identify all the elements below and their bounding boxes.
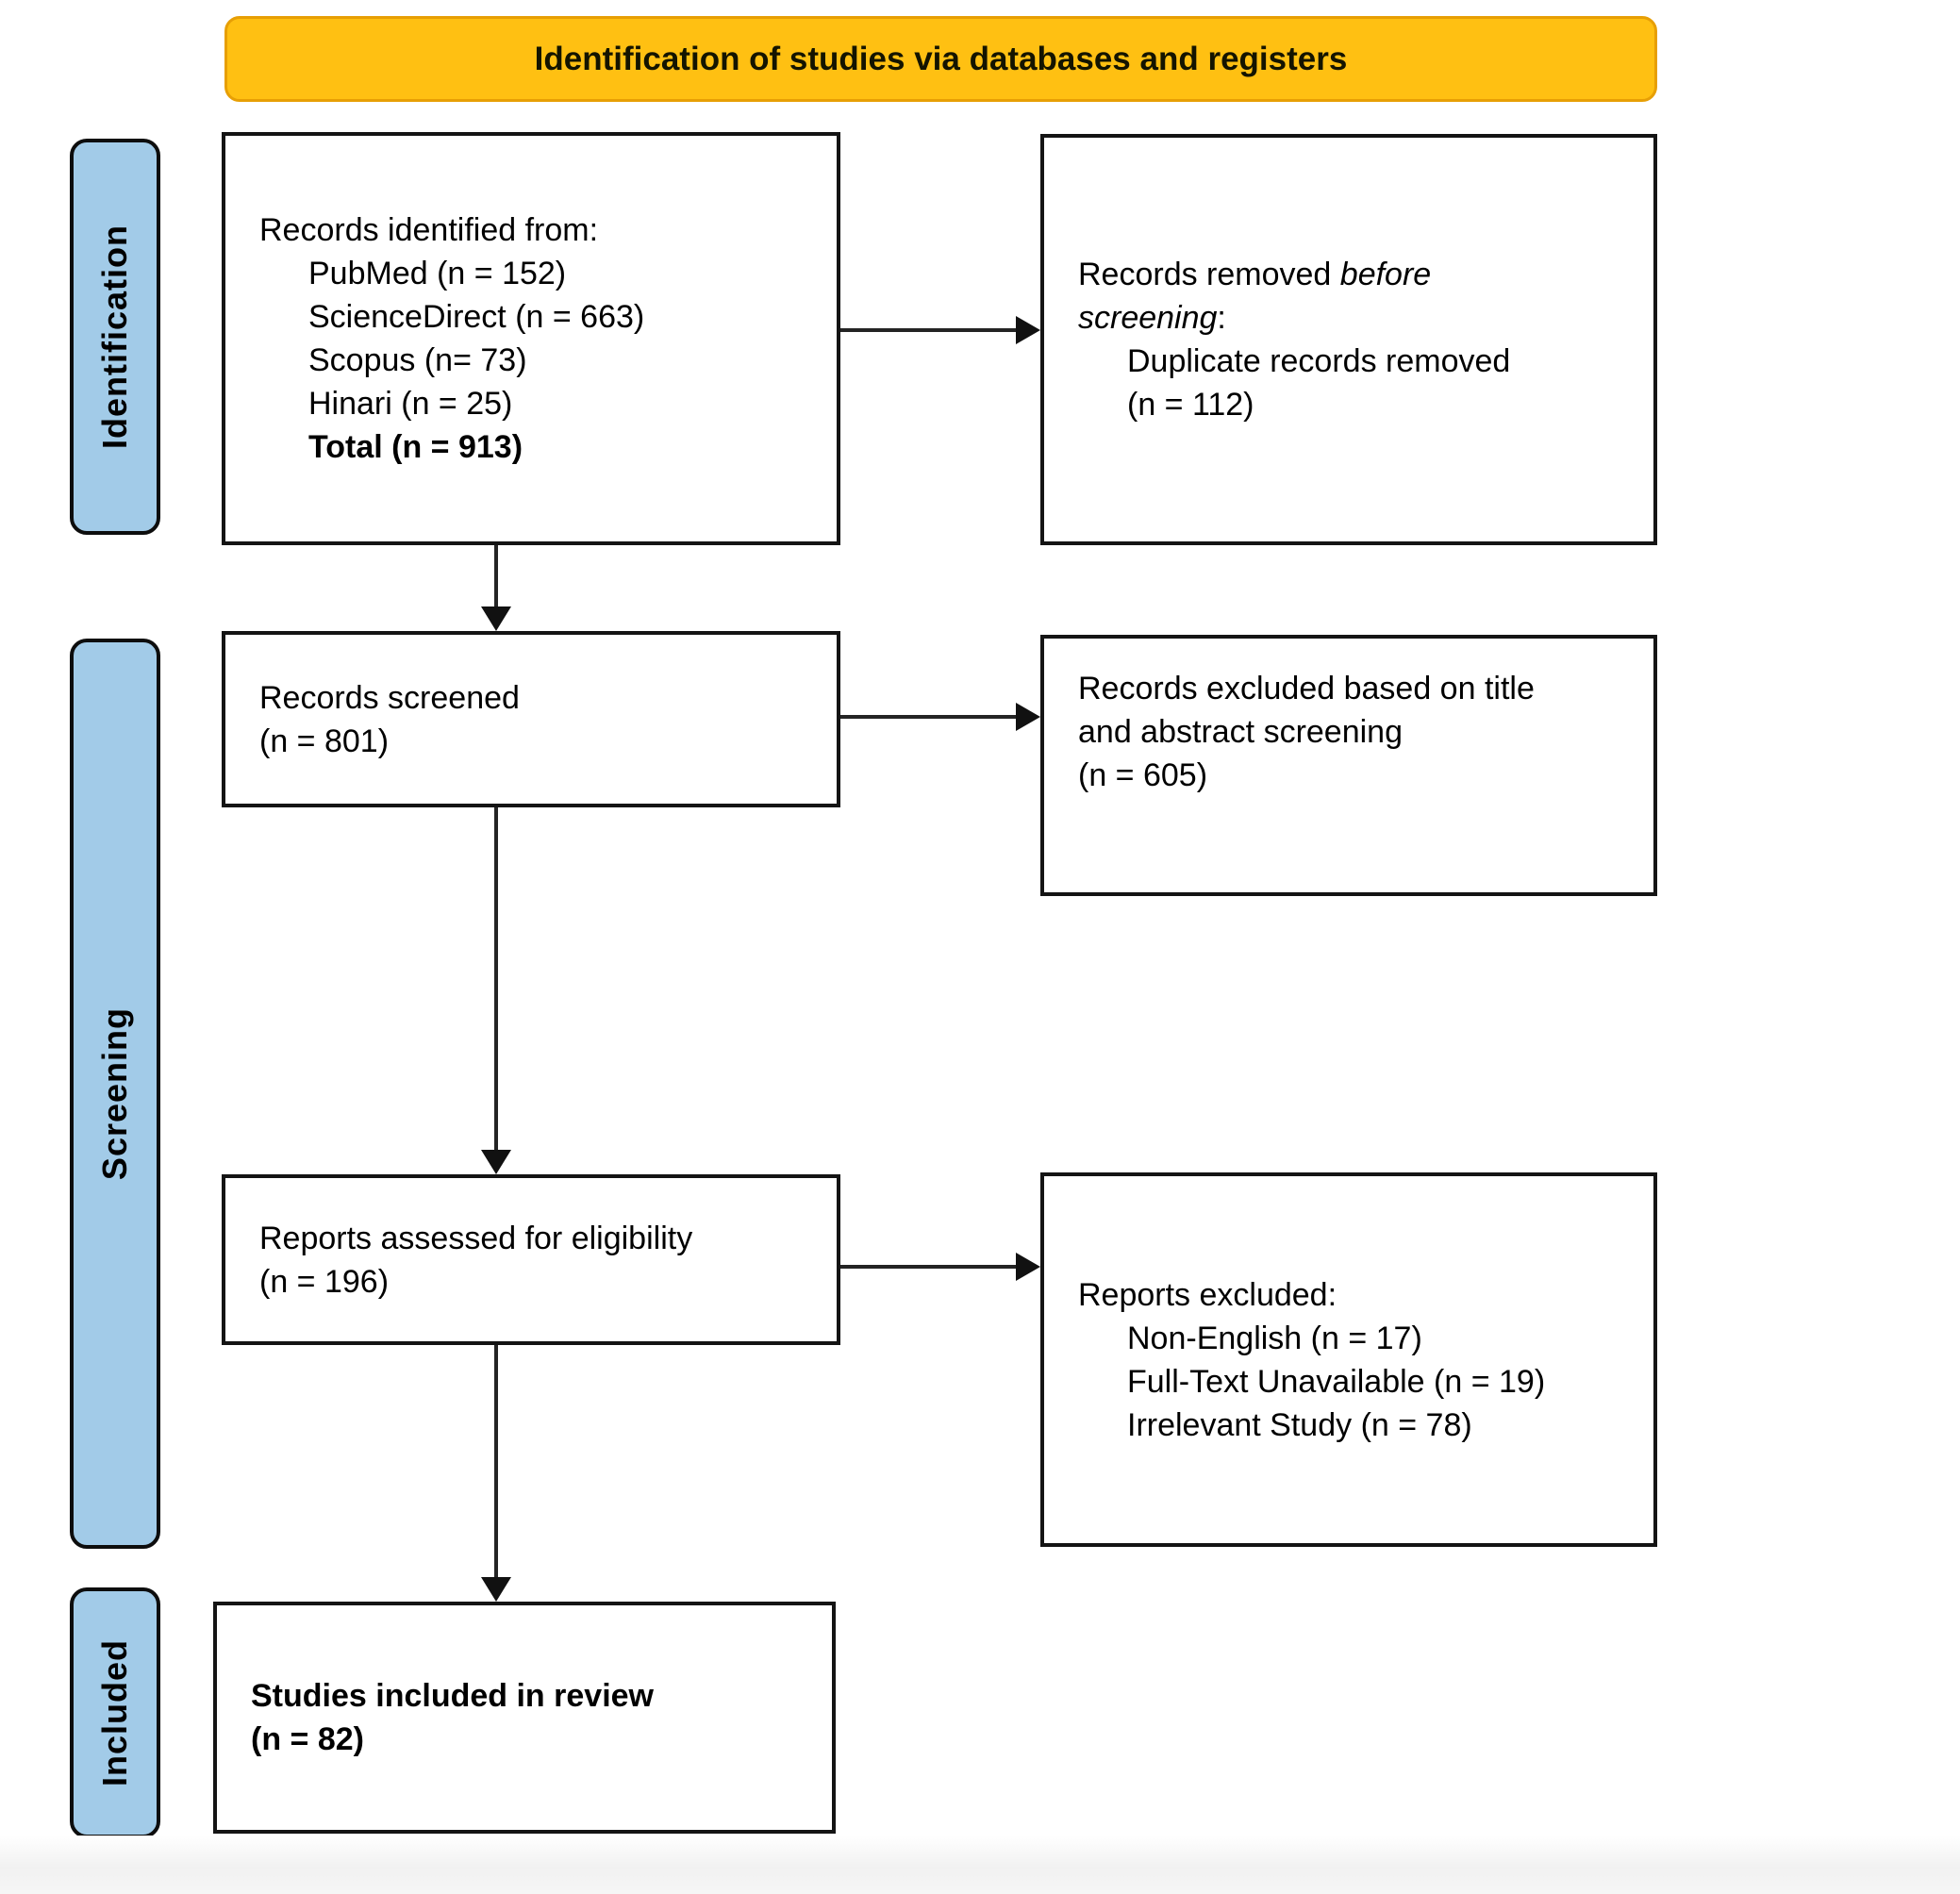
- arrow-assessed-to-included: [481, 1345, 511, 1602]
- records-removed-line1: Records removed before: [1078, 253, 1631, 296]
- box-records-excluded-title-abstract: Records excluded based on title and abst…: [1040, 635, 1657, 896]
- box-studies-included: Studies included in review (n = 82): [213, 1602, 836, 1834]
- source-pubmed: PubMed (n = 152): [308, 256, 567, 291]
- arrow-line: [840, 328, 1018, 332]
- banner-identification-via-databases: Identification of studies via databases …: [224, 16, 1657, 102]
- stage-bar-screening: Screening: [70, 639, 160, 1549]
- studies-included-label: Studies included in review: [251, 1678, 654, 1714]
- arrow-down-icon: [481, 1577, 511, 1602]
- reports-assessed-label: Reports assessed for eligibility: [259, 1220, 693, 1256]
- excluded-irrelevant-study: Irrelevant Study (n = 78): [1127, 1406, 1472, 1443]
- records-screened-label: Records screened: [259, 679, 520, 716]
- records-removed-line2-suffix: :: [1217, 300, 1226, 336]
- studies-included-count: (n = 82): [251, 1721, 364, 1757]
- arrow-right-icon: [1016, 703, 1040, 731]
- arrow-right-icon: [1016, 316, 1040, 344]
- banner-title: Identification of studies via databases …: [534, 40, 1348, 77]
- box-records-screened: Records screened (n = 801): [222, 631, 840, 807]
- arrow-right-icon: [1016, 1253, 1040, 1281]
- records-identified-total: Total (n = 913): [308, 429, 523, 465]
- records-removed-line2: screening:: [1078, 296, 1631, 340]
- records-excluded-line1: Records excluded based on title: [1078, 671, 1535, 706]
- arrow-screened-to-assessed: [481, 807, 511, 1174]
- stage-bar-included: Included: [70, 1587, 160, 1838]
- excluded-fulltext-unavailable: Full-Text Unavailable (n = 19): [1127, 1363, 1546, 1400]
- box-records-identified: Records identified from: PubMed (n = 152…: [222, 132, 840, 545]
- records-removed-line2-italic: screening: [1078, 300, 1218, 336]
- records-screened-count: (n = 801): [259, 723, 390, 759]
- box-reports-excluded: Reports excluded: Non-English (n = 17) F…: [1040, 1172, 1657, 1547]
- arrow-identified-to-removed: [840, 316, 1040, 344]
- excluded-non-english: Non-English (n = 17): [1127, 1320, 1422, 1356]
- arrow-screened-to-excluded: [840, 703, 1040, 731]
- source-scopus: Scopus (n= 73): [308, 342, 527, 378]
- source-sciencedirect: ScienceDirect (n = 663): [308, 299, 645, 335]
- arrow-line: [494, 807, 498, 1152]
- source-hinari: Hinari (n = 25): [308, 386, 513, 422]
- stage-label-screening: Screening: [95, 1006, 134, 1181]
- arrow-line: [494, 545, 498, 608]
- arrow-line: [494, 1345, 498, 1579]
- arrow-assessed-to-reports-excluded: [840, 1253, 1040, 1281]
- box-records-removed: Records removed before screening: Duplic…: [1040, 134, 1657, 545]
- arrow-line: [840, 715, 1018, 719]
- records-excluded-line2: and abstract screening: [1078, 714, 1403, 750]
- stage-label-included: Included: [95, 1638, 134, 1786]
- records-excluded-count: (n = 605): [1078, 757, 1208, 793]
- reports-assessed-count: (n = 196): [259, 1263, 390, 1300]
- arrow-down-icon: [481, 606, 511, 631]
- reports-excluded-heading: Reports excluded:: [1078, 1276, 1337, 1313]
- duplicates-removed-line1: Duplicate records removed: [1127, 343, 1511, 379]
- page-bottom-edge: [0, 1836, 1960, 1894]
- stage-label-identification: Identification: [95, 224, 134, 449]
- records-removed-line1-normal: Records removed: [1078, 257, 1340, 292]
- duplicates-removed-count: (n = 112): [1127, 387, 1254, 423]
- arrow-down-icon: [481, 1150, 511, 1174]
- records-identified-heading: Records identified from:: [259, 212, 599, 248]
- box-reports-assessed: Reports assessed for eligibility (n = 19…: [222, 1174, 840, 1345]
- stage-bar-identification: Identification: [70, 139, 160, 535]
- arrow-line: [840, 1265, 1018, 1269]
- arrow-identified-to-screened: [481, 545, 511, 631]
- records-removed-line1-italic: before: [1339, 257, 1432, 292]
